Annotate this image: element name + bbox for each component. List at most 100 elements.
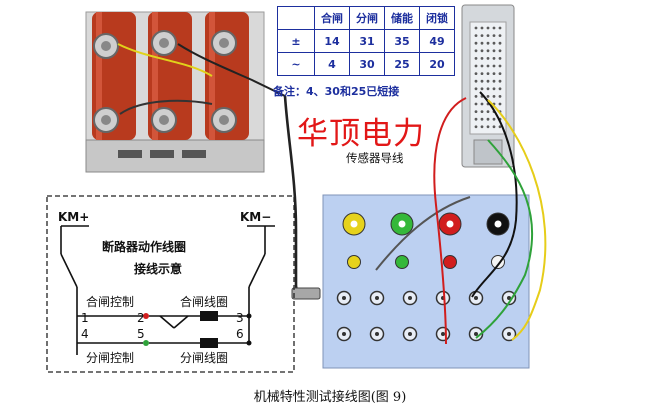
small-socket xyxy=(443,255,457,269)
connector-pin xyxy=(342,296,346,300)
plug-pin-hole xyxy=(486,41,490,45)
table-cell: 14 xyxy=(314,29,350,53)
schematic-title-line2: 接线示意 xyxy=(134,262,183,276)
plug-pin-hole xyxy=(486,117,490,121)
table-header-storage: 储能 xyxy=(384,6,420,30)
table-cell: 35 xyxy=(384,29,420,53)
plug-pin-hole xyxy=(498,125,502,129)
plug-pin-hole xyxy=(480,79,484,83)
connector-pin xyxy=(474,332,478,336)
table-cell: 31 xyxy=(349,29,385,53)
plug-pin-hole xyxy=(498,64,502,68)
small-socket xyxy=(347,255,361,269)
socket-center xyxy=(350,220,358,228)
connector-pin xyxy=(507,332,511,336)
table-cell: 25 xyxy=(384,52,420,76)
plug-pin-hole xyxy=(474,110,478,113)
plug-pin-hole xyxy=(486,87,490,91)
plug-pin-hole xyxy=(492,117,496,121)
connector-pin xyxy=(375,332,379,336)
plug-pin-hole xyxy=(498,102,502,106)
base-slot-2 xyxy=(150,150,174,158)
open-control-label: 分闸控制 xyxy=(86,351,135,365)
plug-pin-hole xyxy=(498,57,502,60)
row-symbol-dc: ± xyxy=(277,29,315,53)
terminal-label-4: 4 xyxy=(81,327,89,341)
shorting-note: 备注：4、30和25已短接 xyxy=(273,85,400,98)
plug-pin-hole xyxy=(498,49,502,53)
connector-pin xyxy=(507,296,511,300)
plug-pin-hole xyxy=(480,102,484,106)
plug-pin-hole xyxy=(492,95,496,98)
plug-pin-hole xyxy=(498,41,502,45)
table-header-close: 合闸 xyxy=(314,6,350,30)
row-symbol-ac: ~ xyxy=(277,52,315,76)
yellow-clip-lead xyxy=(117,43,213,77)
plug-pin-hole xyxy=(498,72,502,75)
km-minus-label: KM− xyxy=(240,210,272,224)
brand-title: 华顶电力 xyxy=(297,116,425,152)
terminal-dot-2 xyxy=(143,313,149,319)
plug-pin-hole xyxy=(474,87,478,91)
connector-pin xyxy=(474,296,478,300)
plug-pin-hole xyxy=(492,79,496,83)
socket-center xyxy=(446,220,454,228)
black-clip-lead xyxy=(177,43,286,97)
table-cell: 4 xyxy=(314,52,350,76)
plug-pin-hole xyxy=(474,72,478,75)
plug-pin-hole xyxy=(498,87,502,91)
terminal-dot-5 xyxy=(143,340,149,346)
plug-pin-hole xyxy=(480,26,484,30)
close-open-spec-table: 合闸 分闸 储能 闭锁 ± 14 31 35 49 ~ 4 30 25 20 xyxy=(277,6,455,76)
terminal-label-2: 2 xyxy=(137,311,145,325)
plug-pin-hole xyxy=(474,26,478,30)
plug-pin-hole xyxy=(492,87,496,91)
plug-pin-hole xyxy=(480,64,484,68)
plug-pin-hole xyxy=(486,72,490,75)
lower-clip-lead xyxy=(119,99,213,115)
sensor-link xyxy=(375,196,471,271)
plug-pin-hole xyxy=(480,125,484,129)
plug-pin-hole xyxy=(492,125,496,129)
plug-pin-hole xyxy=(474,34,478,37)
connector-pin xyxy=(408,332,412,336)
plug-pin-hole xyxy=(486,95,490,98)
terminal-label-5: 5 xyxy=(137,327,145,341)
plug-pin-hole xyxy=(474,79,478,83)
plug-pin-hole xyxy=(480,110,484,113)
plug-pin-hole xyxy=(480,34,484,37)
plug-pin-hole xyxy=(486,110,490,113)
plug-pin-hole xyxy=(492,72,496,75)
red-test-wire xyxy=(433,97,467,345)
plug-pin-hole xyxy=(492,34,496,37)
breaker-base xyxy=(85,139,265,173)
open-coil-label: 分闸线圈 xyxy=(180,351,229,365)
plug-pin-hole xyxy=(474,49,478,53)
close-coil-label: 合闸线圈 xyxy=(180,295,229,309)
insulator-left-highlight xyxy=(96,12,102,140)
schematic-lines xyxy=(60,225,275,355)
socket-center xyxy=(494,220,502,228)
table-corner xyxy=(277,6,315,30)
open-coil-symbol xyxy=(200,338,218,348)
terminal-label-6: 6 xyxy=(236,327,244,341)
plug-pin-hole xyxy=(492,49,496,53)
plug-pin-hole xyxy=(498,34,502,37)
plug-pin-hole xyxy=(492,41,496,45)
yellow-test-wire xyxy=(487,99,547,341)
plug-pin-hole xyxy=(486,34,490,37)
plug-pin-hole xyxy=(474,95,478,98)
small-socket xyxy=(395,255,409,269)
terminal-label-1: 1 xyxy=(81,311,89,325)
aviation-connector xyxy=(291,287,321,300)
socket-center xyxy=(398,220,406,228)
plug-pin-hole xyxy=(492,64,496,68)
plug-pin-hole xyxy=(486,64,490,68)
connector-pin xyxy=(375,296,379,300)
plug-pin-hole xyxy=(480,57,484,60)
plug-pin-hole xyxy=(474,102,478,106)
plug-pin-hole xyxy=(498,95,502,98)
connector-pin xyxy=(441,332,445,336)
plug-pin-hole xyxy=(480,72,484,75)
base-slot-3 xyxy=(182,150,206,158)
